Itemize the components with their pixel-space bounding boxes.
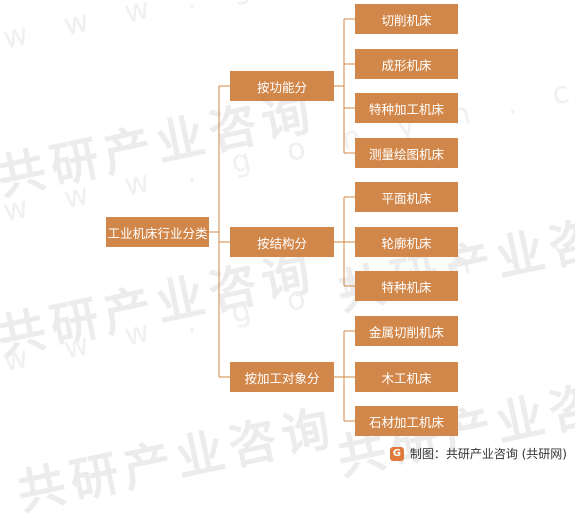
leaf-node: 平面机床 bbox=[355, 182, 458, 212]
leaf-node: 切削机床 bbox=[355, 4, 458, 34]
root-node: 工业机床行业分类 bbox=[106, 217, 209, 247]
source-credit: G 制图：共研产业咨询 (共研网) bbox=[389, 445, 567, 462]
leaf-node: 轮廓机床 bbox=[355, 227, 458, 257]
leaf-node: 特种加工机床 bbox=[355, 93, 458, 123]
group-node-structure: 按结构分 bbox=[230, 227, 334, 257]
group-node-object: 按加工对象分 bbox=[230, 362, 334, 392]
leaf-node: 木工机床 bbox=[355, 362, 458, 392]
leaf-node: 石材加工机床 bbox=[355, 406, 458, 436]
leaf-node: 成形机床 bbox=[355, 49, 458, 79]
leaf-node: 测量绘图机床 bbox=[355, 138, 458, 168]
leaf-node: 特种机床 bbox=[355, 271, 458, 301]
leaf-node: 金属切削机床 bbox=[355, 316, 458, 346]
brand-logo-icon: G bbox=[389, 446, 404, 461]
connector-lines bbox=[209, 18, 355, 422]
group-node-function: 按功能分 bbox=[230, 71, 334, 101]
source-credit-text: 制图：共研产业咨询 (共研网) bbox=[409, 447, 567, 461]
